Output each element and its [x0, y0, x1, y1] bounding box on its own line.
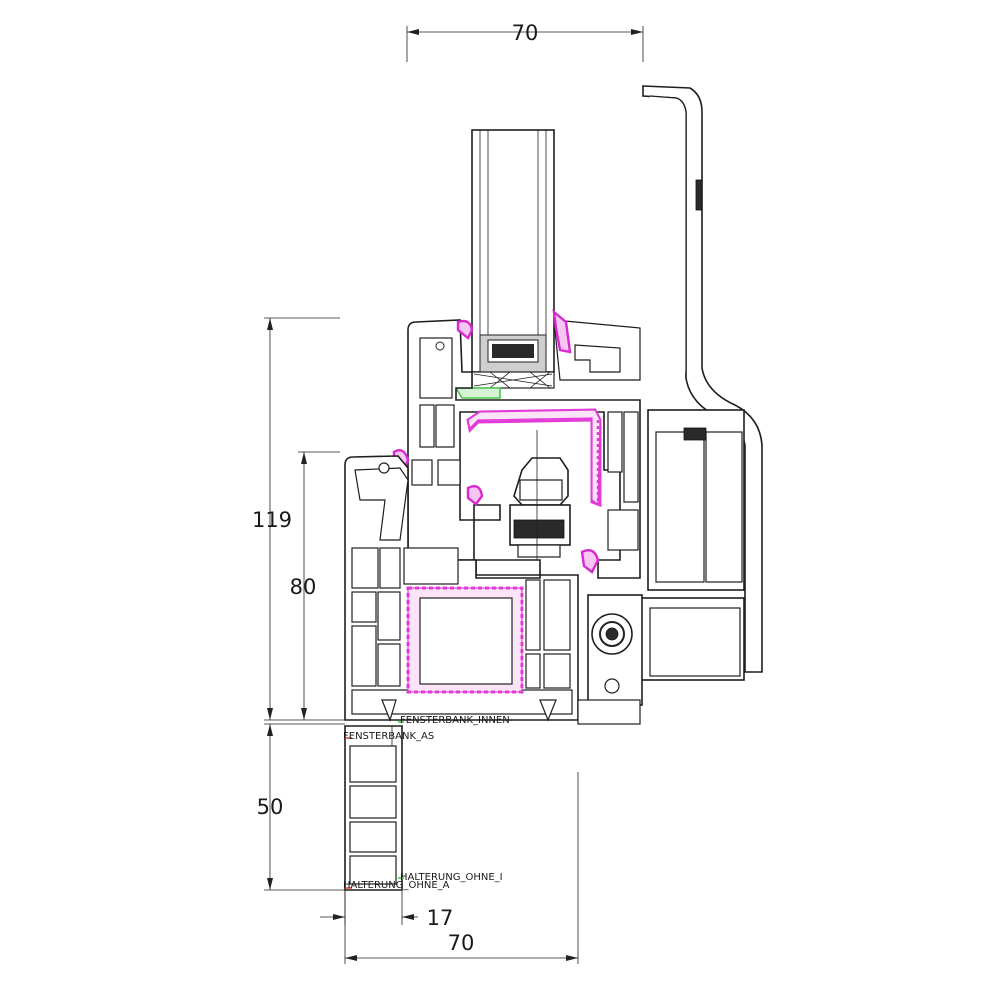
glazing-unit	[471, 129, 555, 389]
dimension-bottom-width: 70	[344, 772, 579, 964]
dimension-height-frame-value: 80	[290, 575, 317, 599]
label-halterung-ohne-a: HALTERUNG_OHNE_A	[343, 880, 450, 891]
dimension-bottom-width-value: 70	[448, 931, 475, 955]
sash-profile	[407, 319, 641, 579]
dimension-height-frame: 80	[290, 451, 340, 720]
dimension-height-total-value: 119	[252, 508, 292, 532]
window-sill-profile	[344, 725, 403, 891]
dimension-height-total: 119	[252, 317, 345, 721]
locking-hardware	[509, 430, 571, 560]
label-fensterbank-innen: FENSTERBANK_INNEN	[400, 715, 510, 726]
label-halterung-ohne-i: HALTERUNG_OHNE_I	[400, 872, 503, 883]
gaskets	[392, 309, 600, 574]
label-fensterbank-as: FENSTERBANK_AS	[343, 731, 434, 742]
sash-handle-cover	[642, 85, 763, 673]
dimension-height-sill-value: 50	[257, 795, 284, 819]
dimension-offset-bottom: 17	[320, 890, 453, 930]
dimension-top-width-value: 70	[512, 21, 539, 45]
gear-housing	[577, 409, 745, 725]
dimension-top-width: 70	[406, 21, 644, 62]
glazing-bead	[454, 387, 501, 399]
dimension-offset-bottom-value: 17	[427, 906, 454, 930]
dimension-height-sill: 50	[257, 723, 345, 891]
